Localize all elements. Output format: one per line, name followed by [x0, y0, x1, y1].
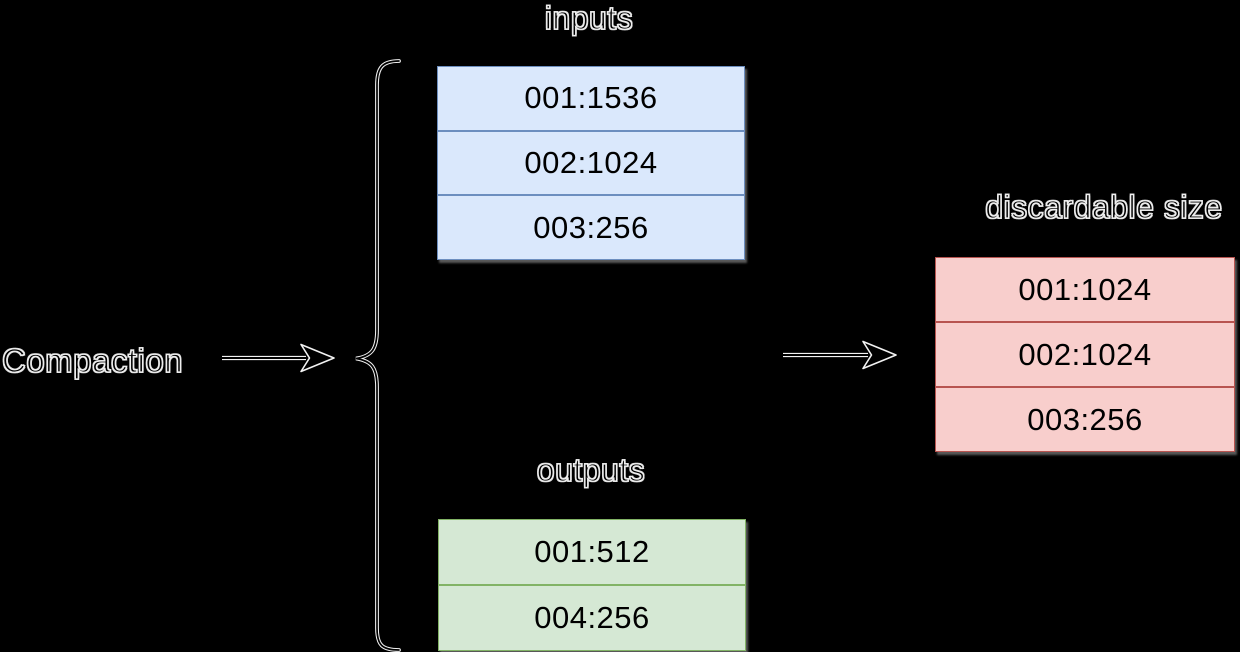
discardable-size-table: 001:1024 002:1024 003:256: [935, 257, 1235, 452]
outputs-table: 001:512 004:256: [438, 519, 746, 651]
table-row: 001:1024: [1018, 271, 1152, 307]
arrow-right-icon: [222, 343, 335, 373]
table-row: 001:1536: [524, 80, 658, 116]
table-row: 002:1024: [936, 321, 1234, 386]
table-row: 003:256: [936, 386, 1234, 451]
table-row: 004:256: [439, 584, 745, 650]
discardable-size-label: discardable size: [985, 188, 1223, 225]
table-row: 003:256: [438, 194, 744, 259]
inputs-table: 001:1536 002:1024 003:256: [437, 66, 745, 260]
arrow-right-icon: [783, 340, 897, 370]
inputs-label: inputs: [544, 0, 634, 37]
table-row: 002:1024: [438, 129, 744, 195]
table-row: 001:512: [534, 534, 650, 569]
outputs-label: outputs: [536, 451, 646, 488]
curly-brace-icon: [355, 59, 401, 652]
compaction-label: Compaction: [1, 341, 184, 379]
